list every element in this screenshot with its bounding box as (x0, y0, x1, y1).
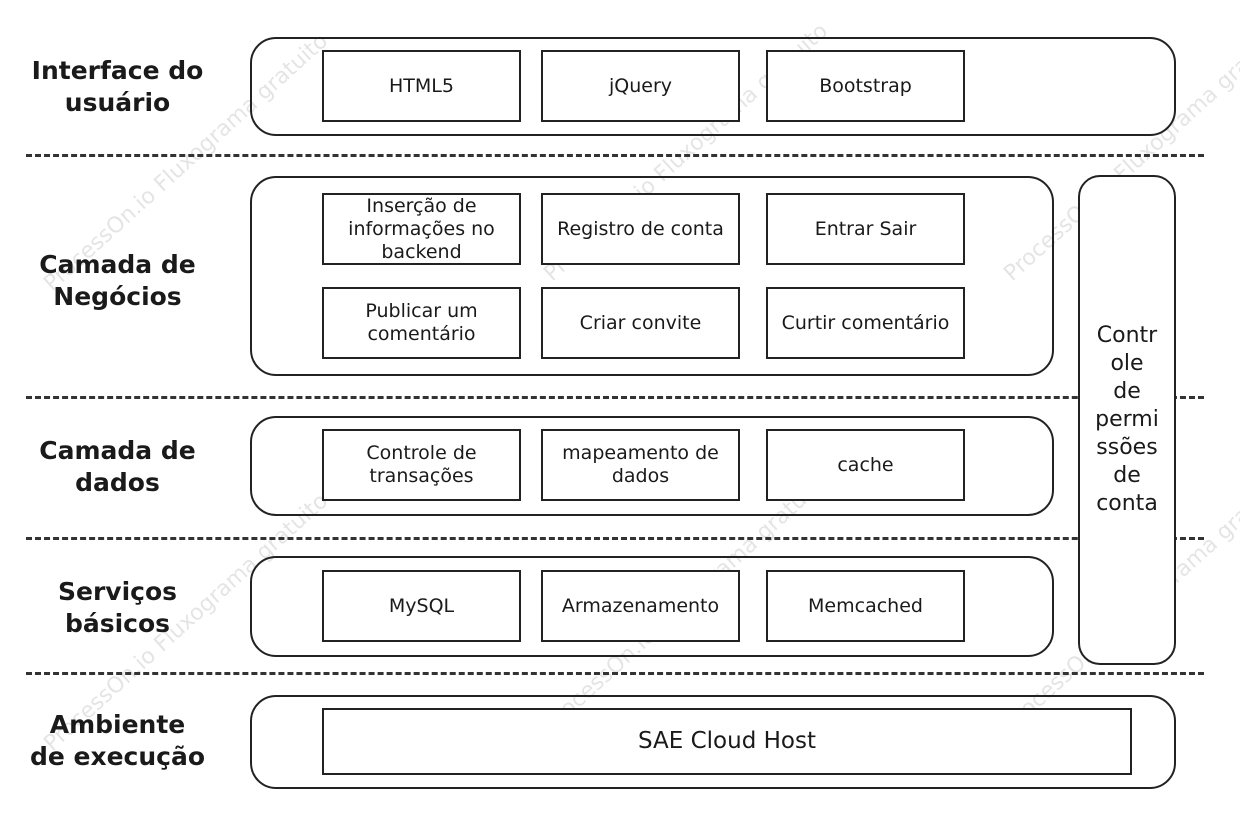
component-box: mapeamento de dados (541, 429, 740, 501)
layer-container-dados (250, 416, 1054, 516)
component-box: Publicar um comentário (322, 287, 521, 359)
component-box: Criar convite (541, 287, 740, 359)
component-box: HTML5 (322, 50, 521, 122)
component-box: Entrar Sair (766, 193, 965, 265)
layer-container-negocios (250, 176, 1054, 376)
component-box: Armazenamento (541, 570, 740, 642)
component-box: Bootstrap (766, 50, 965, 122)
component-box: Curtir comentário (766, 287, 965, 359)
component-box: Inserção de informações no backend (322, 193, 521, 265)
layer-separator (26, 537, 1204, 540)
side-panel-permissions: Contr ole de permi ssões de conta (1078, 175, 1176, 665)
layer-container-ambiente (250, 695, 1176, 789)
component-box: cache (766, 429, 965, 501)
layer-container-servicos (250, 556, 1054, 657)
component-box: Controle de transações (322, 429, 521, 501)
layer-separator (26, 154, 1204, 157)
component-box-wide: SAE Cloud Host (322, 708, 1132, 775)
component-box: Registro de conta (541, 193, 740, 265)
layer-separator (26, 672, 1204, 675)
layer-label-servicos: Serviços básicos (57, 577, 178, 638)
layer-label-dados: Camada de dados (39, 436, 196, 497)
layer-container-interface (250, 37, 1176, 136)
layer-label-negocios: Camada de Negócios (39, 250, 196, 311)
layer-separator (26, 396, 1204, 399)
layer-label-ambiente: Ambiente de execução (29, 710, 206, 771)
component-box: MySQL (322, 570, 521, 642)
component-box: jQuery (541, 50, 740, 122)
layer-label-interface: Interface do usuário (31, 56, 204, 117)
component-box: Memcached (766, 570, 965, 642)
